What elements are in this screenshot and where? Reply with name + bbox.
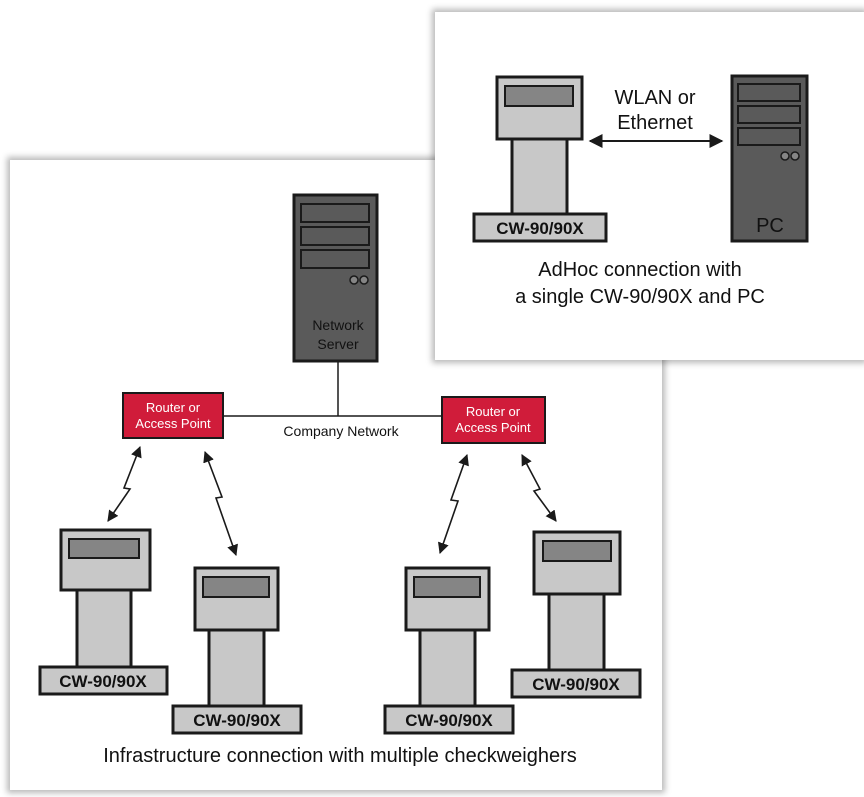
checkweigher-4-icon (510, 530, 642, 699)
wireless-link-icon (521, 454, 557, 522)
checkweigher-1-label: CW-90/90X (59, 672, 147, 691)
server-label-line2: Server (317, 336, 359, 352)
checkweigher-3-icon (383, 566, 515, 735)
wireless-link-icon (203, 450, 238, 557)
server-label-line1: Network (312, 317, 364, 333)
adhoc-caption-line2: a single CW-90/90X and PC (515, 286, 765, 308)
infrastructure-caption: Infrastructure connection with multiple … (103, 745, 577, 767)
router-right-label-line2: Access Point (455, 420, 531, 435)
company-network-lines (224, 361, 442, 417)
checkweigher-2-icon (171, 566, 303, 735)
adhoc-link-label-line2: Ethernet (617, 112, 693, 134)
adhoc-caption-line1: AdHoc connection with (538, 259, 741, 281)
adhoc-checkweigher-icon (472, 75, 608, 243)
wireless-link-icon (107, 445, 142, 522)
router-right-label-line1: Router or (466, 404, 521, 419)
network-server-icon (292, 193, 379, 363)
adhoc-device-label: CW-90/90X (496, 219, 584, 238)
checkweigher-2-label: CW-90/90X (193, 711, 281, 730)
router-left-label-line2: Access Point (135, 416, 211, 431)
checkweigher-4-label: CW-90/90X (532, 675, 620, 694)
router-right (441, 396, 546, 444)
company-network-label: Company Network (283, 423, 399, 439)
checkweigher-1-icon (38, 528, 169, 696)
pc-label: PC (756, 215, 784, 237)
wireless-link-icon (438, 453, 469, 555)
checkweigher-3-label: CW-90/90X (405, 711, 493, 730)
adhoc-link-label-line1: WLAN or (614, 87, 695, 109)
router-left-label-line1: Router or (146, 400, 201, 415)
router-left (122, 392, 224, 439)
pc-tower-icon (730, 74, 809, 243)
